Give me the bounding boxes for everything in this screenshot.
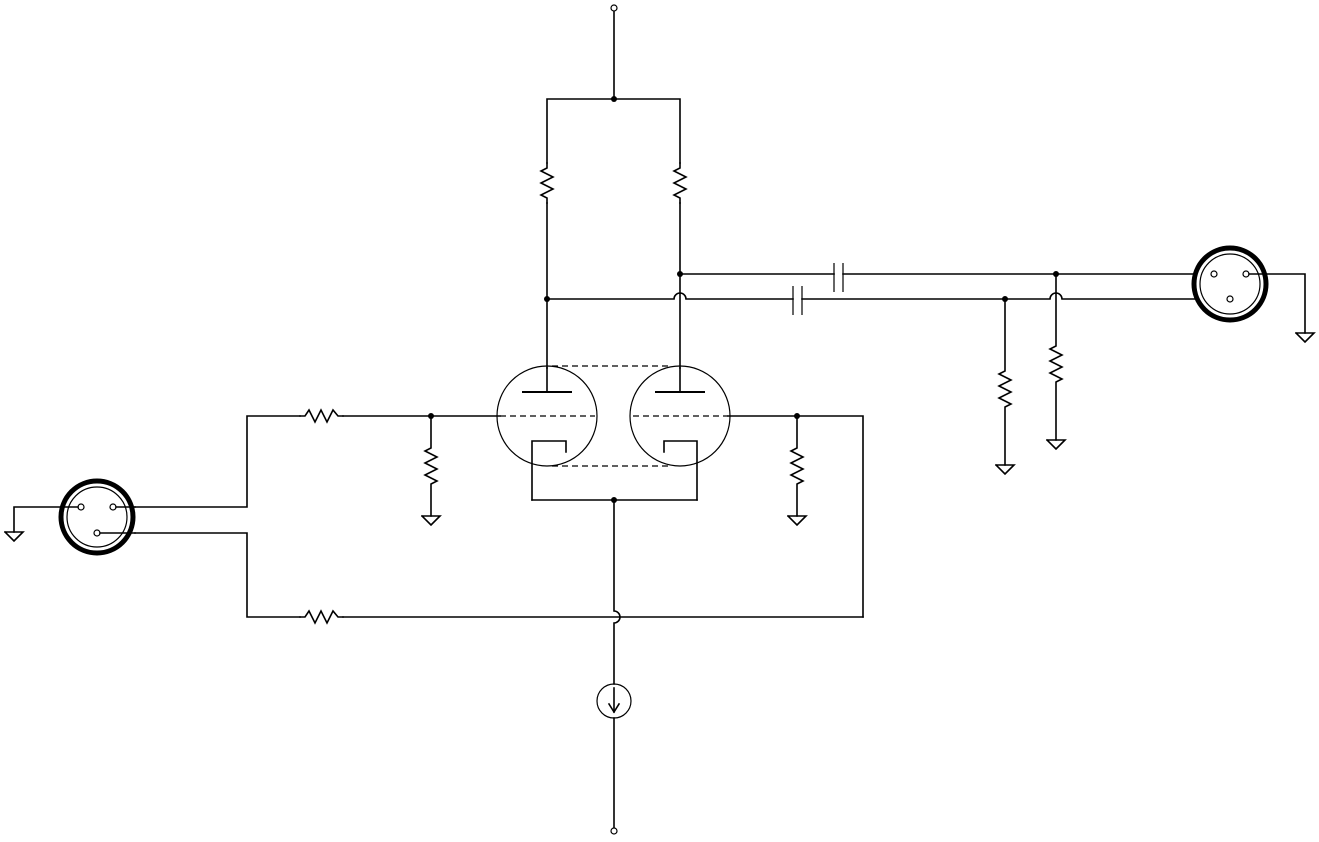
triode-tube-right [629,365,731,501]
ground-icon [420,514,442,527]
supply-top [546,4,681,164]
plate-resistor-right [672,162,688,204]
output-line-upper [679,263,1215,292]
ground-icon [786,514,808,527]
plate-resistor-left [539,162,555,204]
tube-envelope-link [552,365,672,467]
ground-icon [3,530,25,543]
grid-resistor-left [299,408,344,424]
plate-wires [544,202,683,369]
grid-input-right [134,413,864,625]
cathode-line [531,497,698,685]
grid-resistor-right [299,609,344,625]
xlr-input-connector [3,478,136,556]
junction-dot [611,96,617,102]
supply-terminal-top [610,4,618,12]
ground-icon [1294,331,1316,344]
grid-input-left [134,408,501,527]
current-source [596,683,632,835]
xlr-pin [109,503,117,511]
output-load-resistor-2 [1045,273,1067,451]
xlr-pin [1242,270,1250,278]
xlr-output-connector [1191,245,1316,344]
ground-icon [1045,438,1067,451]
output-line-lower [546,286,1223,315]
xlr-pin [77,503,85,511]
triode-tube-left [496,365,598,501]
xlr-pin [93,529,101,537]
xlr-pin [1226,295,1234,303]
ground-icon [994,463,1016,476]
xlr-pin [1210,270,1218,278]
supply-terminal-bottom [610,827,618,835]
output-load-resistor-1 [994,298,1016,476]
